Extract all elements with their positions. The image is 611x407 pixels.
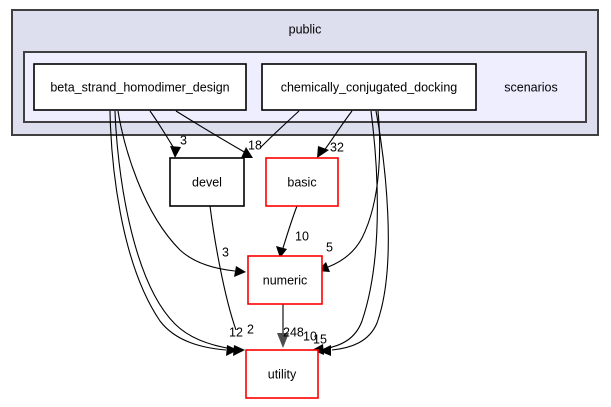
node-chemically-conjugated-docking-label: chemically_conjugated_docking — [281, 80, 458, 94]
node-numeric-label: numeric — [263, 273, 307, 287]
edge-label-beta-to-devel: 3 — [180, 133, 187, 147]
edge-label-ccd-to-numeric: 5 — [326, 240, 333, 254]
edge-devel-outgoing — [209, 205, 237, 331]
edge-basic-to-numeric — [276, 205, 298, 258]
node-devel-box[interactable] — [169, 157, 245, 207]
node-utility-label: utility — [268, 367, 297, 381]
node-basic[interactable]: basic — [265, 157, 339, 207]
edge-label-ccd-to-utility-15: 15 — [313, 332, 327, 346]
edge-beta-strand-homodimer-design-to-numeric — [117, 110, 246, 277]
node-basic-label: basic — [287, 175, 316, 189]
edge-chemically-conjugated-docking-to-utility-15 — [319, 110, 389, 356]
node-devel[interactable]: devel — [169, 157, 245, 207]
node-utility[interactable]: utility — [245, 349, 319, 399]
edge-label-ccd-to-utility-10: 10 — [303, 329, 317, 343]
edge-chemically-conjugated-docking-to-basic — [317, 110, 353, 158]
cluster-public-label: public — [289, 22, 322, 36]
node-utility-box[interactable] — [245, 349, 319, 399]
edge-label-basic-to-numeric: 10 — [295, 229, 309, 243]
edge-label-ccd-to-basic: 32 — [330, 140, 344, 154]
node-beta-strand-homodimer-design-label: beta_strand_homodimer_design — [50, 80, 229, 94]
edge-beta-strand-homodimer-design-to-devel — [149, 110, 181, 158]
node-devel-label: devel — [192, 175, 222, 189]
edge-beta-strand-homodimer-design-to-utility-12 — [109, 110, 238, 356]
node-chemically-conjugated-docking-box[interactable] — [261, 63, 477, 111]
edge-numeric-to-utility — [277, 304, 289, 348]
node-chemically-conjugated-docking[interactable]: chemically_conjugated_docking — [261, 63, 477, 111]
cluster-scenarios-label: scenarios — [504, 80, 558, 94]
edge-label-beta-to-utility-12: 12 — [229, 325, 243, 339]
node-beta-strand-homodimer-design-box[interactable] — [33, 63, 247, 111]
edge-beta-strand-homodimer-design-to-basic — [175, 110, 253, 158]
edge-beta-strand-homodimer-design-to-utility-2 — [114, 110, 245, 356]
edge-label-beta-to-numeric: 3 — [222, 245, 229, 259]
edge-chemically-conjugated-docking-sweep — [259, 110, 300, 149]
edge-label-beta-to-utility-2: 2 — [247, 322, 254, 336]
node-numeric[interactable]: numeric — [247, 255, 323, 305]
node-basic-box[interactable] — [265, 157, 339, 207]
edge-label-beta-to-basic: 18 — [248, 138, 262, 152]
node-numeric-box[interactable] — [247, 255, 323, 305]
edge-label-numeric-to-utility: 248 — [283, 325, 304, 339]
node-beta-strand-homodimer-design[interactable]: beta_strand_homodimer_design — [33, 63, 247, 111]
